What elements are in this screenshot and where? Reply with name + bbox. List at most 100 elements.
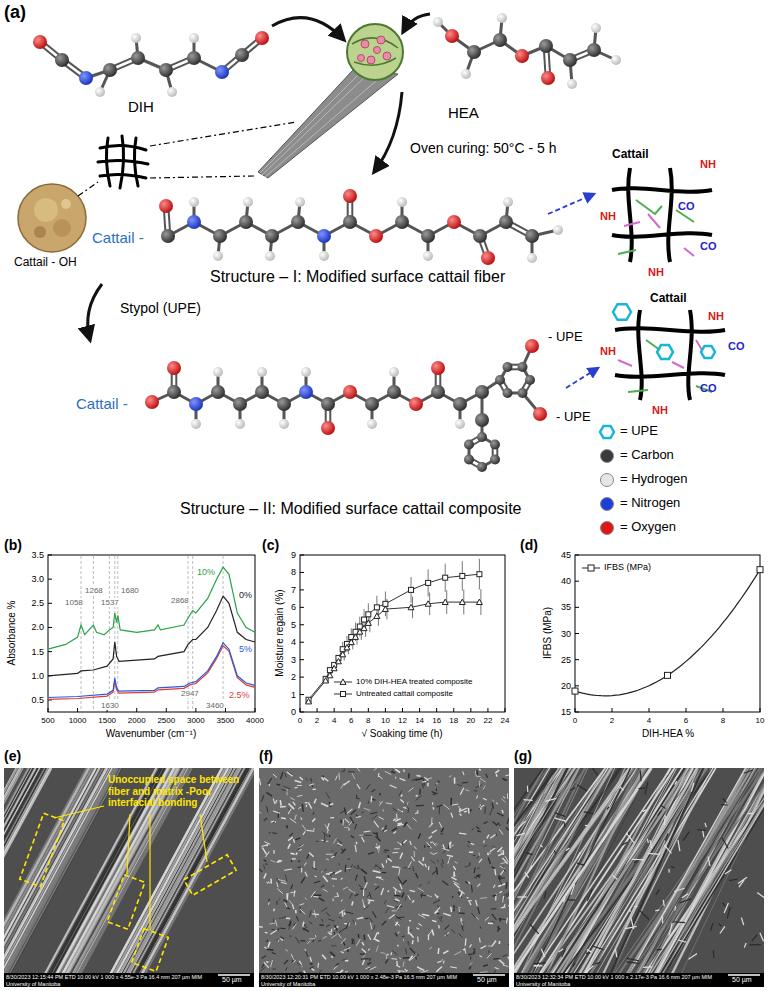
surface-texture	[365, 918, 368, 919]
surface-texture	[301, 877, 305, 883]
surface-texture	[305, 872, 307, 877]
surface-texture	[276, 800, 277, 803]
surface-texture	[422, 781, 428, 782]
fiber-striation	[622, 768, 745, 987]
fragment	[713, 950, 715, 958]
surface-texture	[260, 967, 266, 972]
surface-texture	[442, 859, 443, 864]
atom	[423, 251, 433, 261]
surface-texture	[367, 895, 370, 897]
fragment	[648, 853, 660, 854]
fragment	[555, 813, 565, 817]
surface-texture	[432, 792, 436, 794]
fiber-striation	[537, 768, 699, 987]
sem-info-bar	[4, 973, 254, 987]
surface-texture	[459, 912, 465, 914]
surface-texture	[448, 844, 449, 849]
surface-texture	[338, 933, 341, 938]
surface-texture	[312, 913, 319, 915]
tick	[575, 712, 579, 713]
surface-texture	[345, 971, 348, 973]
surface-texture	[343, 912, 345, 914]
surface-texture	[374, 865, 377, 868]
tick	[612, 708, 613, 712]
series-label: 0%	[238, 590, 253, 600]
surface-texture	[386, 803, 392, 804]
surface-texture	[384, 900, 387, 905]
surface-texture	[278, 860, 282, 862]
surface-texture	[376, 946, 378, 952]
square-marker	[426, 580, 431, 585]
tick-label: 4	[332, 716, 336, 725]
fiber-striation	[514, 768, 575, 987]
surface-texture	[410, 890, 415, 891]
fragment	[724, 903, 728, 913]
peak-line	[117, 556, 118, 711]
surface-texture	[273, 774, 277, 777]
sem-image	[4, 768, 254, 987]
fragment	[620, 787, 624, 791]
surface-texture	[291, 884, 293, 889]
surface-texture	[462, 926, 464, 931]
surface-texture	[259, 778, 260, 785]
surface-texture	[368, 852, 374, 854]
surface-texture	[284, 869, 292, 870]
surface-texture	[379, 817, 384, 820]
surface-texture	[459, 934, 463, 938]
surface-texture	[465, 882, 468, 884]
surface-texture	[266, 949, 273, 951]
atom	[445, 29, 459, 43]
atom	[587, 43, 601, 57]
atom	[461, 69, 471, 79]
fragment	[545, 798, 556, 801]
tick	[300, 589, 304, 590]
fragment	[744, 770, 753, 773]
fragment	[559, 949, 564, 952]
surface-texture	[398, 970, 405, 972]
surface-texture	[507, 818, 509, 824]
mesh-label: Cattail	[612, 148, 649, 162]
atom	[131, 33, 141, 43]
fragment	[643, 966, 652, 968]
surface-texture	[273, 799, 275, 805]
surface-texture	[422, 857, 424, 861]
surface-texture	[492, 800, 494, 801]
surface-texture	[310, 963, 313, 965]
series-label: 10%	[196, 567, 216, 577]
atom	[387, 385, 401, 399]
fragment	[592, 946, 603, 950]
surface-texture	[348, 771, 355, 772]
peak-label: 1268	[84, 586, 104, 595]
surface-texture	[369, 917, 372, 922]
atom	[525, 229, 539, 243]
surface-texture	[408, 943, 410, 946]
surface-texture	[338, 773, 340, 780]
surface-texture	[331, 873, 333, 874]
surface-texture	[347, 858, 350, 860]
surface-texture	[476, 827, 479, 829]
surface-texture	[469, 954, 472, 956]
atom	[389, 367, 399, 377]
surface-texture	[334, 925, 337, 930]
fragment	[571, 884, 575, 894]
surface-texture	[324, 834, 325, 840]
surface-texture	[405, 896, 406, 901]
fiber-striation	[514, 768, 651, 987]
surface-texture	[450, 798, 452, 805]
surface-texture	[268, 882, 270, 883]
surface-texture	[435, 894, 438, 898]
surface-texture	[344, 781, 350, 785]
group-label: CO	[728, 340, 745, 353]
surface-texture	[270, 923, 276, 924]
surface-texture	[297, 962, 303, 966]
surface-texture	[479, 853, 480, 857]
surface-texture	[445, 925, 449, 929]
gap-box	[184, 855, 236, 896]
surface-texture	[430, 860, 435, 864]
fiber-striation	[650, 768, 764, 987]
surface-texture	[323, 876, 328, 882]
surface-texture	[273, 822, 276, 823]
surface-texture	[359, 885, 362, 888]
group-label: NH	[708, 310, 724, 323]
surface-texture	[272, 968, 275, 969]
